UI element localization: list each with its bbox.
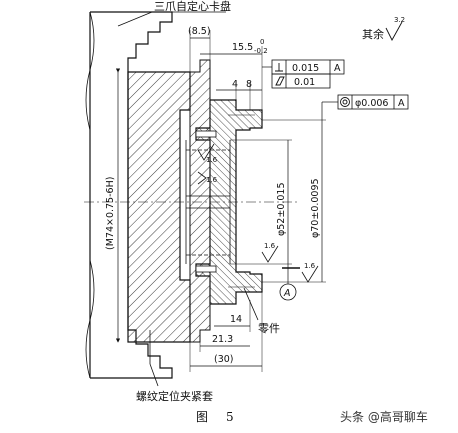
dimension-phi52: φ52±0.015 [230,139,292,265]
dimension-30: (30) [189,292,263,372]
perp-datum: A [334,63,341,74]
ra-1: 1.6 [206,156,218,164]
dim-15-5-lower: -0.2 [254,47,268,55]
fixture-sleeve [127,59,211,343]
perp-value: 0.015 [292,63,319,74]
coax-value: φ0.006 [355,98,388,109]
perpendicularity-icon [275,63,283,72]
dim-4: 4 [232,79,238,90]
dim-15-5-upper: 0 [260,38,264,46]
ra-2: 1.6 [206,176,218,184]
roughness-3: 1.6 [261,242,279,263]
dim-m74: (M74×0.75-6H) [105,177,116,250]
dimension-m74: (M74×0.75-6H) [105,68,121,343]
roughness-2: 1.6 [197,171,218,185]
coaxiality-icon [340,97,350,107]
fixture-label: 螺纹定位夹紧套 [136,389,213,403]
dim-8-5: (8.5) [188,26,211,37]
coaxiality-frame: φ0.006 A [321,94,409,120]
datum-a: A [279,264,297,301]
dimension-15-5: 15.5 0 -0.2 [200,38,268,110]
flatness-frame: 0.01 [271,73,331,89]
dim-14: 14 [230,314,242,325]
dim-phi70: φ70±0.0095 [310,178,321,238]
chuck-leader [117,11,153,27]
ra-3: 1.6 [264,242,276,250]
flat-value: 0.01 [294,77,315,88]
dimension-8-5: (8.5) [188,26,211,72]
dim-phi52: φ52±0.015 [276,182,287,236]
part-leader [243,287,259,321]
fixture-leader-2 [149,363,159,387]
caption-number: 5 [226,410,234,424]
datum-a-label: A [283,288,291,299]
dimension-phi70: φ70±0.0095 [262,119,326,283]
roughness-4: 1.6 [282,262,319,283]
chuck-label: 三爪自定心卡盘 [154,0,231,13]
flatness-icon [275,76,285,86]
roughness-icon-2 [197,171,207,185]
dimension-4-8: 4 8 [216,79,262,110]
perpendicularity-frame: 0.015 A [262,59,345,75]
dim-30: (30) [214,354,234,365]
dim-15-5: 15.5 [232,42,253,53]
dim-8: 8 [246,79,252,90]
dim-21-3: 21.3 [212,334,233,345]
coax-datum: A [398,98,405,109]
part-label: 零件 [258,322,280,335]
roughness-icon-1 [197,143,215,161]
dimension-21-3: 21.3 [199,334,250,352]
others-roughness-icon [385,21,403,41]
ra-4: 1.6 [304,262,316,270]
others-prefix: 其余 [362,27,384,41]
dimension-14: 14 [214,300,251,332]
others-ra: 3.2 [394,16,405,24]
roughness-1: 1.6 [197,143,218,164]
caption-prefix: 图 [196,410,208,424]
watermark: 头条 @高哥聊车 [340,409,428,424]
roughness-icon-4 [301,265,319,283]
roughness-icon-3 [261,245,279,263]
